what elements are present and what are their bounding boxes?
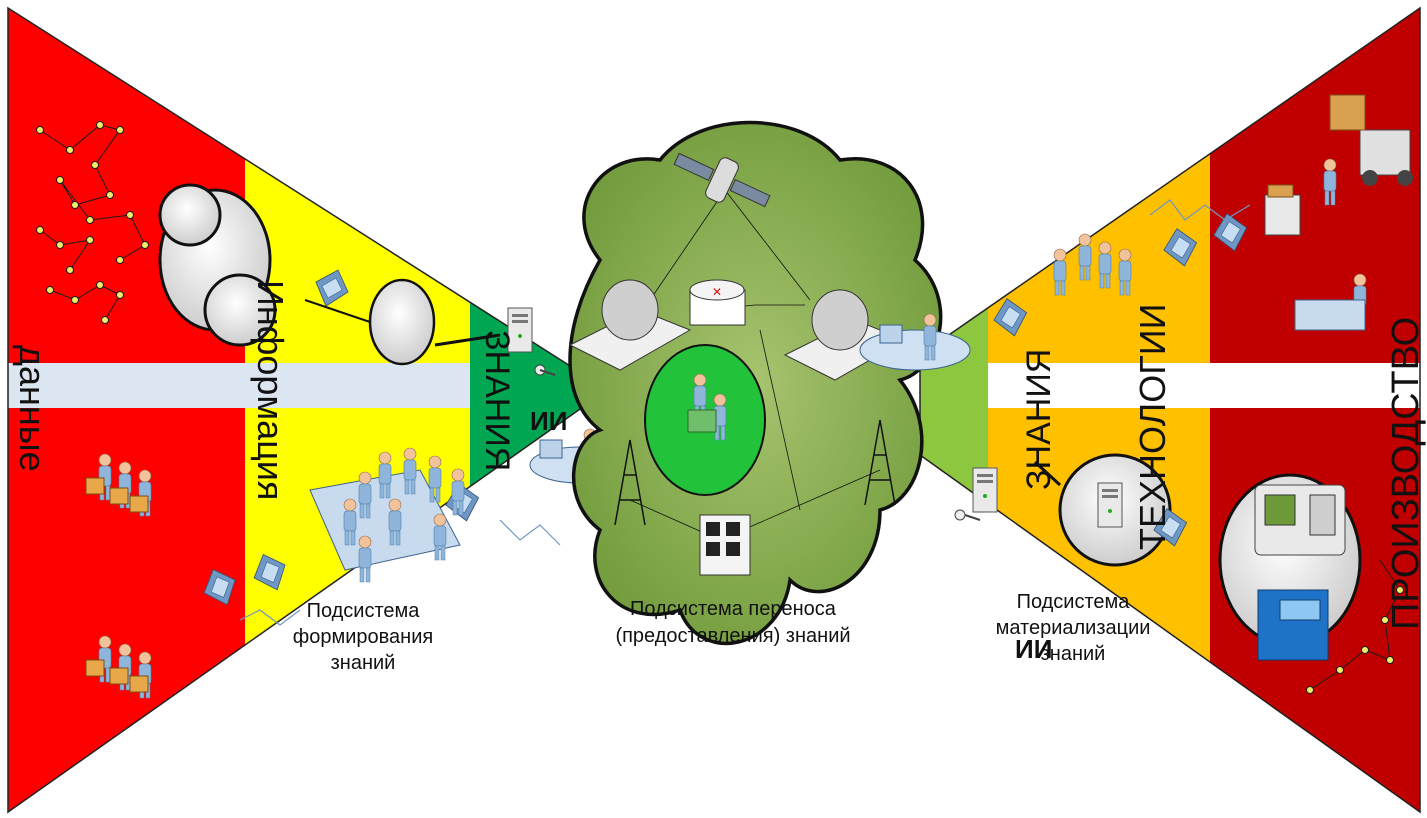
cloud-icon bbox=[368, 278, 436, 366]
data-label: данные bbox=[12, 345, 53, 472]
constellation-icon bbox=[1306, 559, 1404, 694]
production-label: ПРОИЗВОДСТВО bbox=[1385, 317, 1427, 630]
link-line bbox=[434, 333, 501, 347]
router-icon: ✕ bbox=[689, 279, 746, 326]
machine-icon bbox=[1257, 589, 1329, 661]
key-icon bbox=[954, 509, 981, 521]
worker-icon bbox=[1294, 273, 1367, 331]
svg-text:формирования: формирования bbox=[293, 626, 433, 648]
workstation-icon bbox=[859, 313, 971, 371]
knowledge-label-right: ЗНАНИЯ bbox=[1020, 349, 1058, 490]
svg-text:знаний: знаний bbox=[1041, 643, 1106, 665]
meeting-table-icon bbox=[309, 447, 465, 583]
svg-text:материализации: материализации bbox=[996, 617, 1151, 639]
svg-text:(предоставления) знаний: (предоставления) знаний bbox=[615, 625, 850, 647]
link-line bbox=[1033, 460, 1062, 487]
svg-text:Подсистема: Подсистема bbox=[1017, 591, 1131, 613]
radio-tower-icon bbox=[864, 419, 896, 506]
people-icon bbox=[85, 635, 152, 699]
information-label: Информация bbox=[250, 280, 291, 500]
central-cloud bbox=[568, 120, 943, 646]
satellite-icon bbox=[673, 152, 771, 208]
caption-formation: Подсистема формирования знаний bbox=[293, 600, 433, 674]
radio-tower-icon bbox=[614, 439, 646, 526]
knowledge-label-left: ЗНАНИЯ bbox=[478, 330, 516, 471]
constellation-icon bbox=[36, 121, 149, 324]
worker-icon bbox=[1264, 158, 1337, 236]
key-icon bbox=[534, 364, 556, 376]
server-icon bbox=[1097, 482, 1123, 528]
svg-text:Подсистема переноса: Подсистема переноса bbox=[630, 598, 837, 620]
caption-transfer: Подсистема переноса (предоставления) зна… bbox=[615, 598, 850, 647]
left-funnel bbox=[8, 8, 600, 812]
people-icon bbox=[85, 453, 152, 517]
rack-server-icon bbox=[699, 514, 751, 576]
people-icon bbox=[687, 373, 727, 441]
server-icon bbox=[972, 467, 998, 513]
satellite-dish-icon bbox=[783, 289, 907, 381]
svg-text:Подсистема: Подсистема bbox=[307, 600, 421, 622]
cloud-icon bbox=[158, 183, 277, 347]
machine-icon bbox=[1254, 484, 1346, 556]
ai-label-left: ИИ bbox=[530, 406, 567, 436]
ai-label-right: ИИ bbox=[1015, 634, 1052, 664]
svg-text:✕: ✕ bbox=[712, 285, 722, 299]
svg-text:знаний: знаний bbox=[331, 652, 396, 674]
caption-materialization: Подсистема материализации знаний bbox=[996, 591, 1151, 665]
link-line bbox=[304, 299, 371, 323]
satellite-dish-icon bbox=[568, 279, 692, 371]
forklift-icon bbox=[1329, 94, 1413, 186]
technology-label: ТЕХНОЛОГИИ bbox=[1132, 304, 1173, 550]
